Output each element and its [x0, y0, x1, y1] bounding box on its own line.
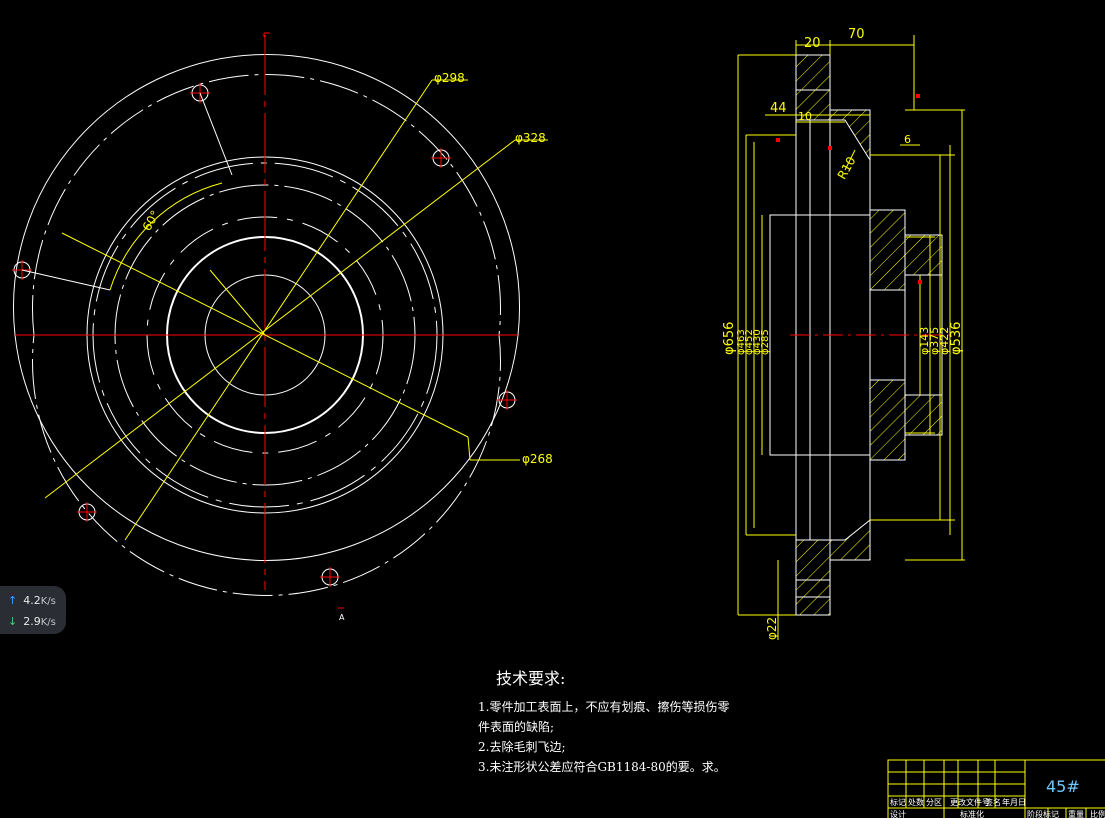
- outer-circle: [13, 54, 520, 336]
- dim-d536: φ536: [949, 322, 964, 355]
- dim-angle: 60°: [140, 208, 163, 233]
- tech-note-line: 3.未注形状公差应符合GB1184-80的要。求。: [478, 760, 726, 774]
- front-dimensions: [44, 79, 548, 541]
- tb-chushu: 处数: [908, 797, 924, 807]
- tb-sheji: 设计: [890, 809, 906, 818]
- tech-notes-title: 技术要求:: [496, 669, 566, 688]
- tech-note-line: 件表面的缺陷;: [478, 720, 555, 734]
- section-bore: [769, 214, 871, 456]
- title-block-text: 标记 处数 分区 更改文件号 签名 年月日 设计 标准化 阶段标记 重量 比例: [890, 797, 1105, 818]
- marker-a: A: [339, 613, 345, 622]
- tech-notes: 技术要求: 1.零件加工表面上，不应有划痕、擦伤等损伤零 件表面的缺陷; 2.去…: [478, 665, 729, 777]
- tb-zhongliang: 重量: [1068, 809, 1084, 818]
- front-dim-text: φ298 φ328 φ268 60°: [140, 71, 553, 466]
- front-view: [12, 54, 520, 596]
- outer-circle-lower: [14, 334, 519, 561]
- tech-note-line: 1.零件加工表面上，不应有划痕、擦伤等损伤零: [478, 700, 730, 714]
- dim-d22: φ22: [765, 617, 779, 640]
- tb-nianyueri: 年月日: [1002, 797, 1026, 807]
- dim-d298: φ298: [434, 71, 465, 85]
- dim-70: 70: [848, 27, 865, 42]
- dim-10: 10: [798, 110, 812, 123]
- tech-note-line: 2.去除毛刺飞边;: [478, 740, 566, 754]
- download-speed: 2.9K/s: [23, 615, 56, 628]
- tb-biaoji: 标记: [890, 797, 906, 807]
- network-speed-widget[interactable]: ↑ 4.2K/s ↓ 2.9K/s: [0, 586, 66, 634]
- upload-arrow-icon: ↑: [8, 594, 18, 607]
- dim-d422: φ422: [938, 327, 951, 355]
- dim-d452: φ452: [744, 329, 755, 355]
- upload-speed-row: ↑ 4.2K/s: [8, 594, 56, 607]
- dim-d375: φ375: [928, 327, 941, 355]
- tb-jieduan: 阶段标记: [1027, 809, 1059, 818]
- dim-r10: R10: [835, 154, 859, 181]
- section-red-marks: [776, 94, 922, 284]
- section-dimensions: [737, 35, 965, 640]
- download-speed-row: ↓ 2.9K/s: [8, 615, 56, 628]
- dim-d143: φ143: [918, 327, 931, 355]
- upload-speed: 4.2K/s: [23, 594, 56, 607]
- dim-44: 44: [770, 101, 787, 116]
- download-arrow-icon: ↓: [8, 615, 18, 628]
- front-center-lines: [15, 35, 518, 590]
- dim-20: 20: [804, 36, 821, 51]
- tb-fenqu: 分区: [926, 798, 942, 807]
- tb-qianming: 签名: [985, 797, 1001, 807]
- tb-biaozhunhua: 标准化: [960, 809, 984, 818]
- dim-d285: φ285: [760, 329, 771, 355]
- dim-d328: φ328: [515, 131, 546, 145]
- material-label: 45#: [1046, 777, 1080, 796]
- dim-d463: φ463: [736, 329, 747, 355]
- tb-genggai: 更改文件号: [950, 797, 990, 807]
- dim-d656: φ656: [722, 322, 737, 355]
- title-block: [887, 759, 1105, 818]
- front-angle-guides: [21, 92, 233, 291]
- dim-6: 6: [904, 133, 911, 146]
- dim-d430: φ430: [752, 329, 763, 355]
- tb-bili: 比例: [1090, 809, 1105, 818]
- section-marks: [263, 32, 344, 609]
- dim-d268: φ268: [522, 452, 553, 466]
